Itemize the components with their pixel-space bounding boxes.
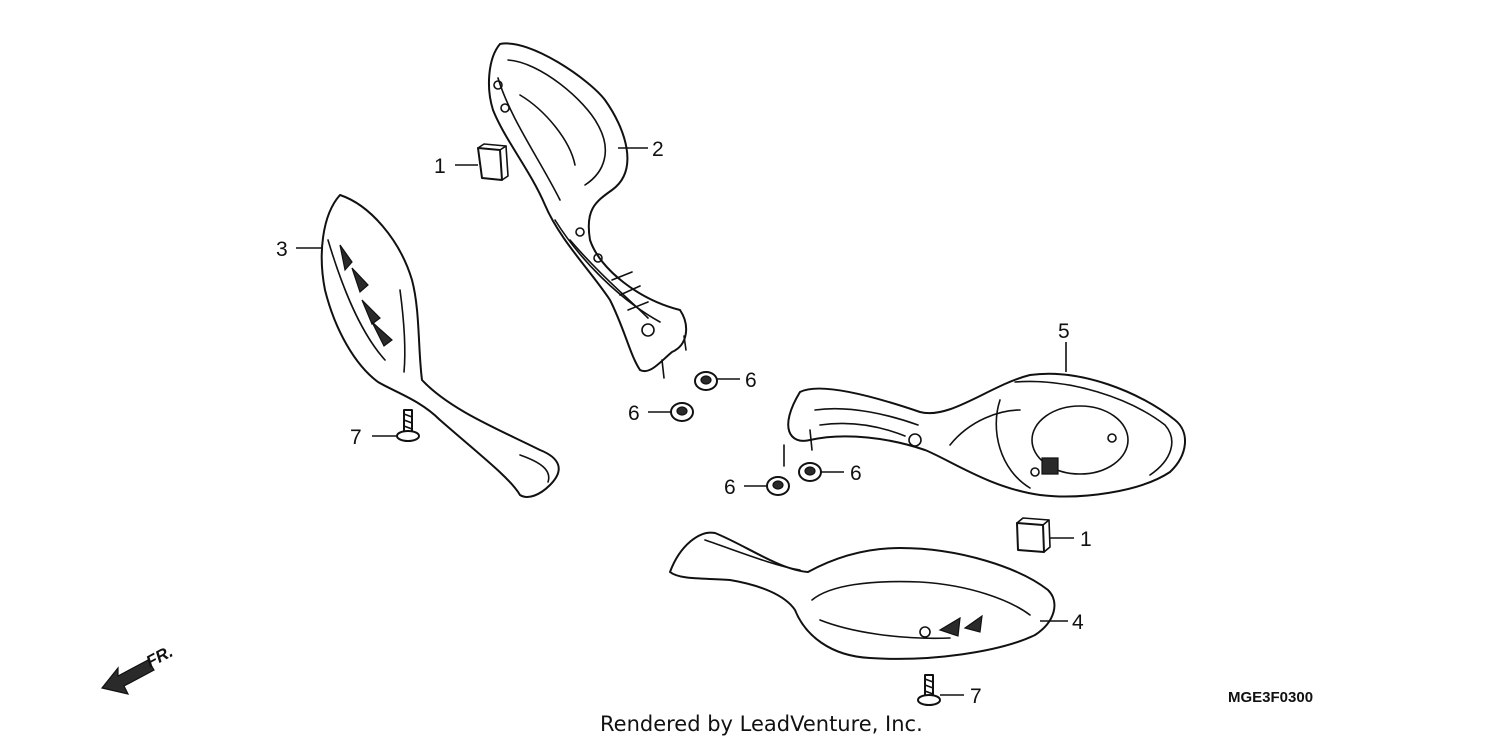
part-7-screw-lower — [917, 674, 941, 706]
part-6-grommet-d — [798, 462, 822, 482]
front-direction-indicator: FR. — [100, 642, 176, 695]
part-6-grommet-a — [694, 371, 718, 391]
callout-part-7-lower: 7 — [970, 685, 982, 708]
render-credit: Rendered by LeadVenture, Inc. — [600, 712, 923, 736]
callout-part-2: 2 — [652, 138, 664, 161]
callout-part-1-lower: 1 — [1080, 528, 1092, 551]
callout-part-3: 3 — [276, 238, 288, 261]
leader-lines — [296, 147, 1074, 696]
callout-part-6-d: 6 — [850, 462, 862, 485]
part-2-mirror-housing — [488, 42, 688, 379]
diagram-code: MGE3F0300 — [1228, 689, 1313, 706]
callout-part-7-upper: 7 — [350, 426, 362, 449]
part-6-grommet-b — [670, 402, 694, 422]
callout-part-6-c: 6 — [724, 476, 736, 499]
part-4-mirror-cover — [669, 531, 1056, 660]
part-7-screw-upper — [396, 409, 420, 442]
part-1-rubber-pad-upper — [477, 143, 509, 181]
callout-part-6-b: 6 — [628, 402, 640, 425]
part-3-mirror-cover — [320, 194, 560, 498]
callout-part-5: 5 — [1058, 320, 1070, 343]
callout-part-1-upper: 1 — [434, 155, 446, 178]
callout-part-4: 4 — [1072, 611, 1084, 634]
callout-part-6-a: 6 — [745, 369, 757, 392]
part-1-rubber-pad-lower — [1016, 517, 1051, 553]
front-direction-arrow-icon — [100, 659, 155, 695]
part-5-mirror-housing — [783, 372, 1187, 498]
part-6-grommet-c — [766, 476, 790, 496]
